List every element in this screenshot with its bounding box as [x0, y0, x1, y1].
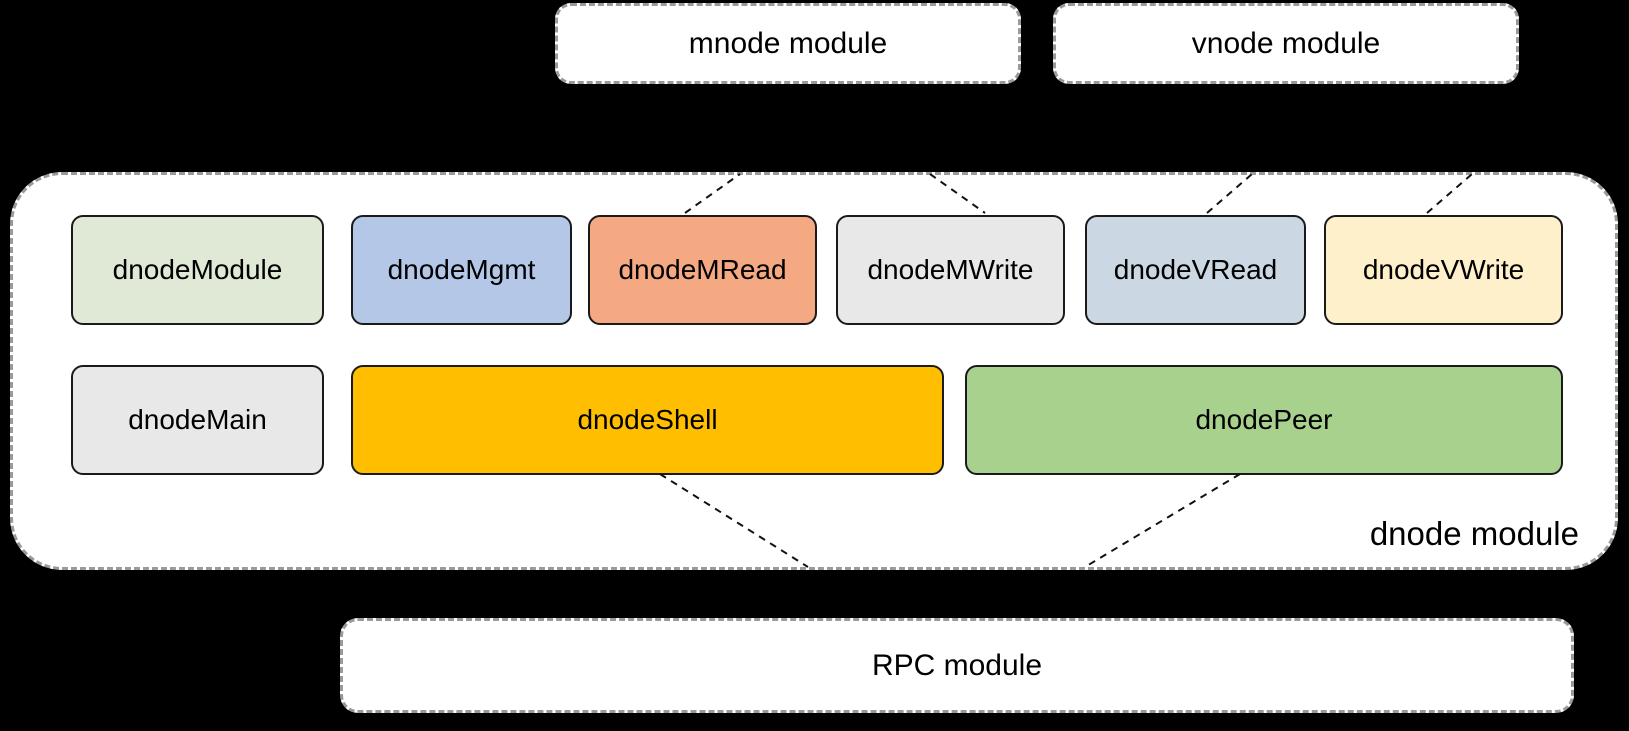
- component-dnodeshell[interactable]: dnodeShell: [351, 365, 944, 475]
- vnode-module-box[interactable]: vnode module: [1053, 3, 1519, 84]
- component-label: dnodeMain: [128, 404, 267, 435]
- mnode-module-box[interactable]: mnode module: [555, 3, 1021, 84]
- component-label: dnodeMWrite: [867, 254, 1034, 285]
- component-label: dnodeVWrite: [1362, 254, 1525, 285]
- component-label: dnodeVRead: [1113, 254, 1278, 285]
- vnode-module-label: vnode module: [1191, 26, 1381, 60]
- component-label: dnodePeer: [1195, 404, 1333, 435]
- component-dnodemread[interactable]: dnodeMRead: [588, 215, 817, 325]
- rpc-module-box[interactable]: RPC module: [340, 618, 1574, 713]
- component-dnodevread[interactable]: dnodeVRead: [1085, 215, 1306, 325]
- component-label: dnodeMRead: [618, 254, 787, 285]
- component-label: dnodeMgmt: [387, 254, 536, 285]
- dnode-module-container[interactable]: dnodeModule dnodeMgmt dnodeMRead dnodeMW…: [10, 172, 1618, 570]
- component-dnodemodule[interactable]: dnodeModule: [71, 215, 324, 325]
- component-dnodepeer[interactable]: dnodePeer: [965, 365, 1563, 475]
- rpc-module-label: RPC module: [871, 648, 1043, 682]
- component-dnodevwrite[interactable]: dnodeVWrite: [1324, 215, 1563, 325]
- dnode-module-label: dnode module: [1369, 515, 1579, 552]
- component-dnodemwrite[interactable]: dnodeMWrite: [836, 215, 1065, 325]
- component-label: dnodeShell: [577, 404, 718, 435]
- mnode-module-label: mnode module: [688, 26, 888, 60]
- component-dnodemain[interactable]: dnodeMain: [71, 365, 324, 475]
- component-label: dnodeModule: [112, 254, 283, 285]
- component-dnodemgmt[interactable]: dnodeMgmt: [351, 215, 572, 325]
